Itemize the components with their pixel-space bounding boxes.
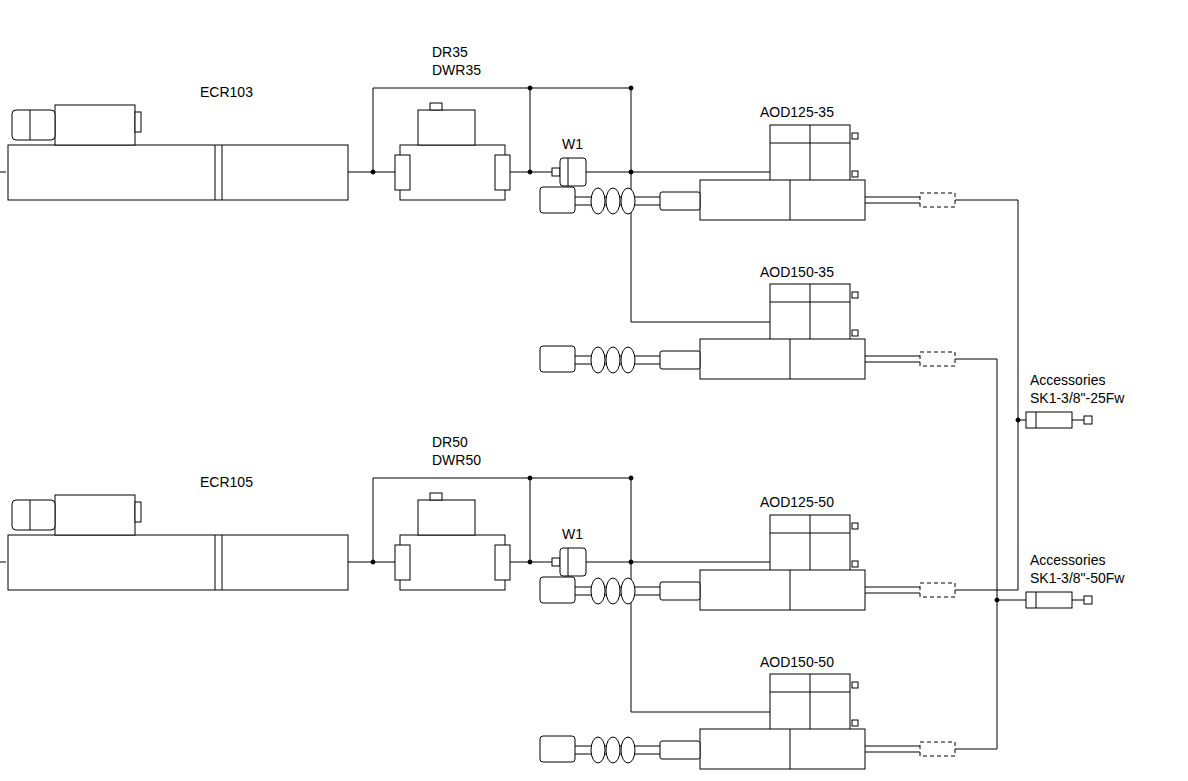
part-name: W1 [562, 526, 583, 542]
part-name: ECR103 [200, 84, 253, 100]
part-name: W1 [562, 136, 583, 152]
part-name: DR50 [432, 434, 468, 450]
part-name: DR35 [432, 44, 468, 60]
part-name: DWR50 [432, 452, 481, 468]
part-name: SK1-3/8"-25Fw [1030, 390, 1124, 406]
part-name: DWR35 [432, 62, 481, 78]
part-name: ECR105 [200, 474, 253, 490]
part-name: SK1-3/8"-50Fw [1030, 570, 1124, 586]
part-name: AOD150-35 [760, 264, 834, 280]
part-name: Accessories [1030, 552, 1105, 568]
part-name: Accessories [1030, 372, 1105, 388]
part-name: AOD150-50 [760, 654, 834, 670]
part-name: AOD125-50 [760, 494, 834, 510]
part-name: AOD125-35 [760, 104, 834, 120]
